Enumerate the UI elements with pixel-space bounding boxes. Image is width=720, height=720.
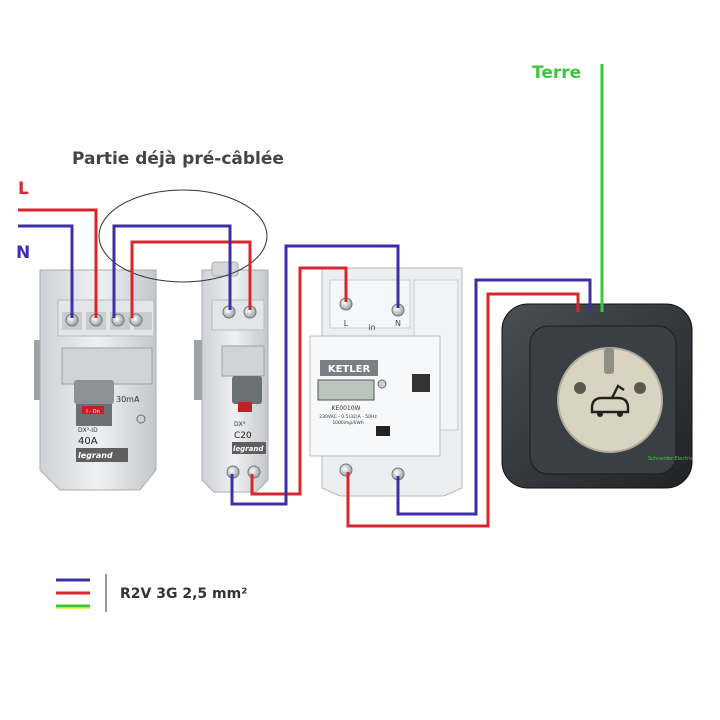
main-breaker-on-label: I - On <box>86 409 100 415</box>
c20-breaker-ref: DX³ <box>234 421 246 428</box>
label-phase: L <box>18 179 29 199</box>
ev-plug-icon <box>590 384 630 417</box>
main-breaker-brand: legrand <box>78 451 113 460</box>
wire-neutral-to-meter <box>230 244 400 506</box>
gear-icon <box>136 414 146 424</box>
meter-terminal-in: in <box>368 323 375 332</box>
wire-phase-to-socket <box>346 292 580 528</box>
meter-model: KE0010W <box>332 405 361 412</box>
main-breaker-rating: 40A <box>78 436 98 447</box>
meter-screw <box>339 463 353 477</box>
wires <box>18 64 604 528</box>
meter-spec-line2: 1000imp/kWh <box>332 420 364 426</box>
wire-neutral-in <box>18 224 74 318</box>
socket-brand: Schneider Electric <box>648 456 693 462</box>
main-breaker-ref: DX³-ID <box>78 427 98 434</box>
meter-led-icon <box>376 426 390 436</box>
wire-phase-in <box>18 208 98 318</box>
c20-breaker: DX³ C20 legrand <box>194 261 269 493</box>
prewired-ellipse <box>98 189 268 283</box>
label-earth: Terre <box>532 63 581 83</box>
c20-breaker-on-flag <box>238 402 252 412</box>
main-breaker-sensitivity: 30mA <box>116 395 140 404</box>
socket-earth-pin <box>604 348 614 374</box>
c20-breaker-curve: C20 <box>234 431 252 441</box>
meter-button <box>377 379 387 389</box>
wire-neutral-to-socket <box>396 278 592 516</box>
wire-phase-to-meter <box>250 266 348 496</box>
meter-terminal-n: N <box>395 319 401 328</box>
legend-cable-label: R2V 3G 2,5 mm² <box>120 586 247 602</box>
socket-hole <box>634 382 646 394</box>
wire-phase-prewired <box>130 240 252 318</box>
ev-socket: Schneider Electric <box>501 303 693 489</box>
c20-breaker-screw <box>247 465 261 479</box>
socket-hole <box>574 382 586 394</box>
meter-terminal-l: L <box>344 319 349 328</box>
energy-meter: KETLER KE0010W 230VAC - 0.5(32)A - 50Hz … <box>309 267 463 497</box>
meter-brand-label: KETLER <box>328 364 371 375</box>
meter-display <box>317 379 375 401</box>
label-prewired: Partie déjà pré-câblée <box>72 149 284 169</box>
label-neutral: N <box>16 243 30 263</box>
wire-neutral-prewired <box>112 224 232 318</box>
c20-breaker-brand: legrand <box>233 445 264 453</box>
meter-spec-line1: 230VAC - 0.5(32)A - 50Hz <box>319 414 377 420</box>
qr-code-icon <box>412 374 430 392</box>
main-breaker-on-flag <box>82 406 104 414</box>
legend: R2V 3G 2,5 mm² <box>56 574 247 612</box>
